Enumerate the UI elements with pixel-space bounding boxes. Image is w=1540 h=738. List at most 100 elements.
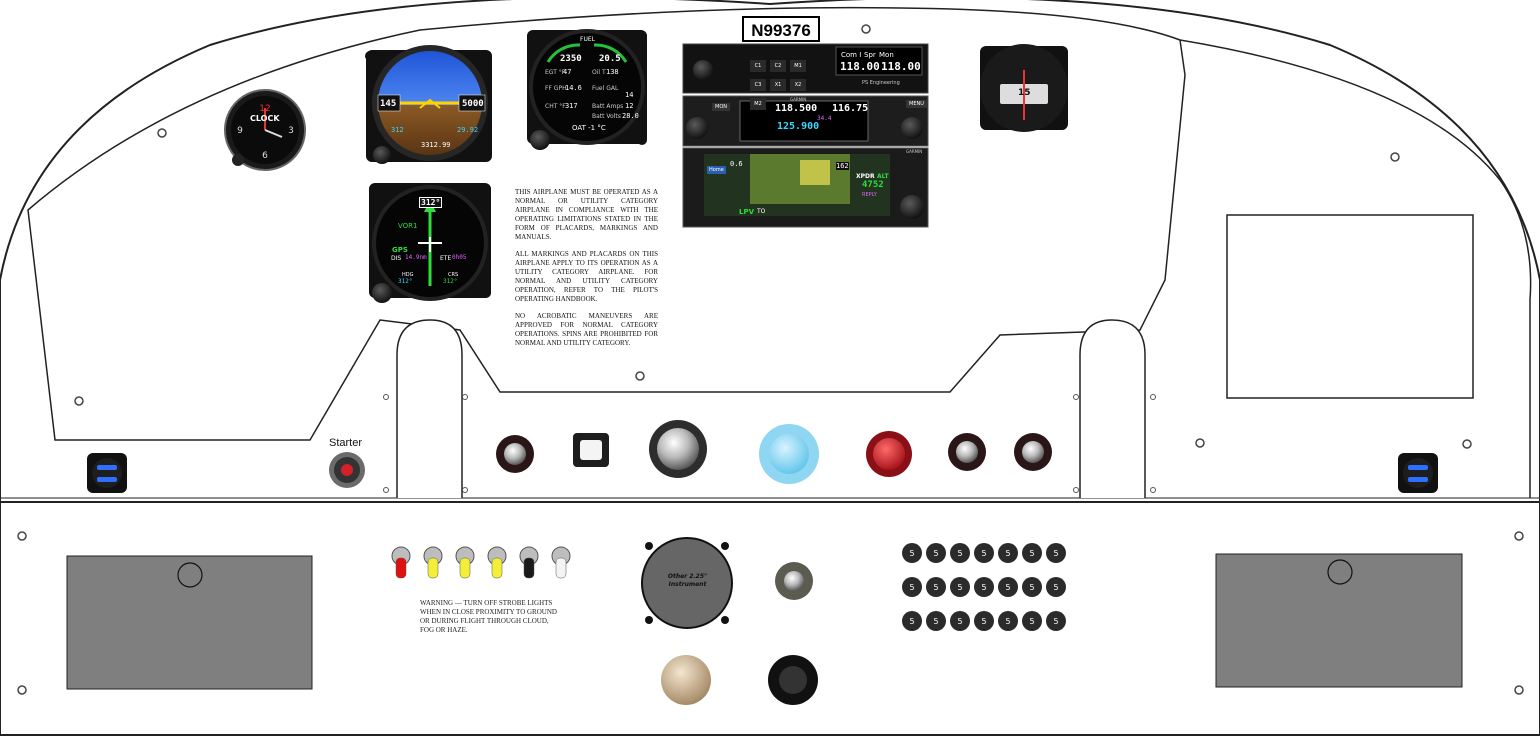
breaker-label: 5: [1005, 583, 1010, 592]
hsi-gps-label: GPS: [392, 246, 408, 254]
altitude-value: 5000: [462, 99, 484, 109]
toggle-switch[interactable]: [487, 546, 507, 579]
engine-amps: 12: [625, 102, 634, 110]
circuit-breaker[interactable]: 5: [1022, 577, 1042, 597]
svg-text:3: 3: [288, 126, 294, 136]
gps-alt-label: ALT: [877, 173, 889, 180]
circuit-breaker[interactable]: 5: [1046, 577, 1066, 597]
circuit-breaker[interactable]: 5: [950, 543, 970, 563]
breaker-label: 5: [957, 617, 962, 626]
knob-7[interactable]: [1014, 433, 1052, 471]
breaker-label: 5: [933, 583, 938, 592]
breaker-label: 5: [1029, 617, 1034, 626]
compass: [980, 44, 1068, 132]
navcom-mon-button[interactable]: MON: [712, 103, 730, 111]
knob-3[interactable]: [649, 420, 707, 478]
audio-button[interactable]: M1: [790, 60, 806, 72]
gps-xpdr-label: XPDR: [856, 173, 875, 180]
knob-2[interactable]: [573, 433, 609, 467]
knob-red[interactable]: [866, 431, 912, 477]
toggle-switch[interactable]: [423, 546, 443, 579]
circuit-breaker[interactable]: 5: [998, 577, 1018, 597]
breaker-label: 5: [1005, 549, 1010, 558]
toggle-switch-bank[interactable]: [391, 546, 571, 579]
audio-button[interactable]: X2: [790, 79, 806, 91]
gps-squawk: 4752: [862, 180, 884, 190]
placard-paragraph: ALL MARKINGS AND PLACARDS ON THIS AIRPLA…: [515, 250, 658, 303]
knob-1[interactable]: [496, 435, 534, 473]
circuit-breaker[interactable]: 5: [974, 543, 994, 563]
engine-oil: 138: [606, 68, 619, 76]
knob-blue[interactable]: [759, 424, 819, 484]
engine-cht-label: CHT °F: [545, 103, 566, 110]
toggle-switch[interactable]: [455, 546, 475, 579]
breaker-label: 5: [957, 583, 962, 592]
power-socket[interactable]: [768, 655, 818, 705]
circuit-breaker[interactable]: 5: [974, 577, 994, 597]
toggle-switch[interactable]: [519, 546, 539, 579]
circuit-breaker[interactable]: 5: [926, 577, 946, 597]
engine-egt-label: EGT °F: [545, 69, 566, 76]
engine-fuel-label: FUEL: [580, 36, 595, 43]
circuit-breaker[interactable]: 5: [974, 611, 994, 631]
navcom-menu-button[interactable]: MENU: [906, 100, 927, 108]
hsi-ete: 0h05: [452, 254, 467, 261]
navcom-com-standby: 125.900: [777, 121, 820, 132]
circuit-breaker[interactable]: 5: [902, 611, 922, 631]
audio-button[interactable]: X1: [770, 79, 786, 91]
circuit-breaker[interactable]: 5: [998, 543, 1018, 563]
breaker-label: 5: [933, 617, 938, 626]
svg-text:9: 9: [237, 126, 243, 136]
circuit-breaker[interactable]: 5: [950, 611, 970, 631]
gps-dtk: 162: [836, 162, 849, 170]
circuit-breaker[interactable]: 5: [902, 577, 922, 597]
engine-oilt-label: Oil T: [592, 69, 606, 76]
navcom-nav-active: 116.75: [832, 103, 869, 114]
toggle-switch[interactable]: [551, 546, 571, 579]
hsi-ete-label: ETE: [440, 255, 452, 262]
breaker-label: 5: [1053, 617, 1058, 626]
circuit-breaker[interactable]: 5: [926, 611, 946, 631]
usb-port-left[interactable]: [87, 453, 127, 493]
svg-text:6: 6: [262, 151, 268, 161]
spare-instrument-label-2: Instrument: [668, 581, 707, 588]
circuit-breaker[interactable]: 5: [902, 543, 922, 563]
circuit-breaker[interactable]: 5: [1022, 543, 1042, 563]
engine-volts: 28.0: [622, 112, 639, 120]
audio-button[interactable]: M2: [750, 98, 766, 110]
circuit-breaker[interactable]: 5: [926, 543, 946, 563]
audio-button[interactable]: C2: [770, 60, 786, 72]
circuit-breaker[interactable]: 5: [950, 577, 970, 597]
starter-switch[interactable]: [329, 452, 365, 488]
knob-6[interactable]: [948, 433, 986, 471]
breaker-label: 5: [981, 583, 986, 592]
engine-fuel-gal: 14: [625, 91, 634, 99]
gps-home-button[interactable]: Home: [707, 166, 726, 174]
navcom-brand: GARMIN: [790, 97, 807, 102]
circuit-breaker[interactable]: 5: [1022, 611, 1042, 631]
hsi-nav-source: VOR1: [398, 222, 418, 230]
circuit-breaker[interactable]: 5: [1046, 543, 1066, 563]
audio-button[interactable]: C1: [750, 60, 766, 72]
engine-monitor: [527, 29, 647, 150]
brass-knob[interactable]: [661, 655, 711, 705]
toggle-switch[interactable]: [391, 546, 411, 579]
glovebox-left: [66, 555, 313, 690]
airspeed-value: 145: [380, 99, 397, 109]
hsi-crs-label: CRS: [448, 272, 459, 278]
audio-button[interactable]: C3: [750, 79, 766, 91]
audio-spr-label: Spr: [864, 51, 876, 59]
circuit-breaker[interactable]: 5: [1046, 611, 1066, 631]
usb-port-right[interactable]: [1398, 453, 1438, 493]
glovebox-right: [1215, 553, 1463, 688]
circuit-breaker[interactable]: 5: [998, 611, 1018, 631]
audio-com-label: Com I: [841, 51, 862, 59]
aux-knob[interactable]: [775, 562, 813, 600]
gps-brand: GARMIN: [906, 149, 923, 154]
operating-limitations-placard: THIS AIRPLANE MUST BE OPERATED AS A NORM…: [515, 188, 658, 356]
gps-reply-label: REPLY: [862, 192, 877, 198]
breaker-label: 5: [1029, 583, 1034, 592]
